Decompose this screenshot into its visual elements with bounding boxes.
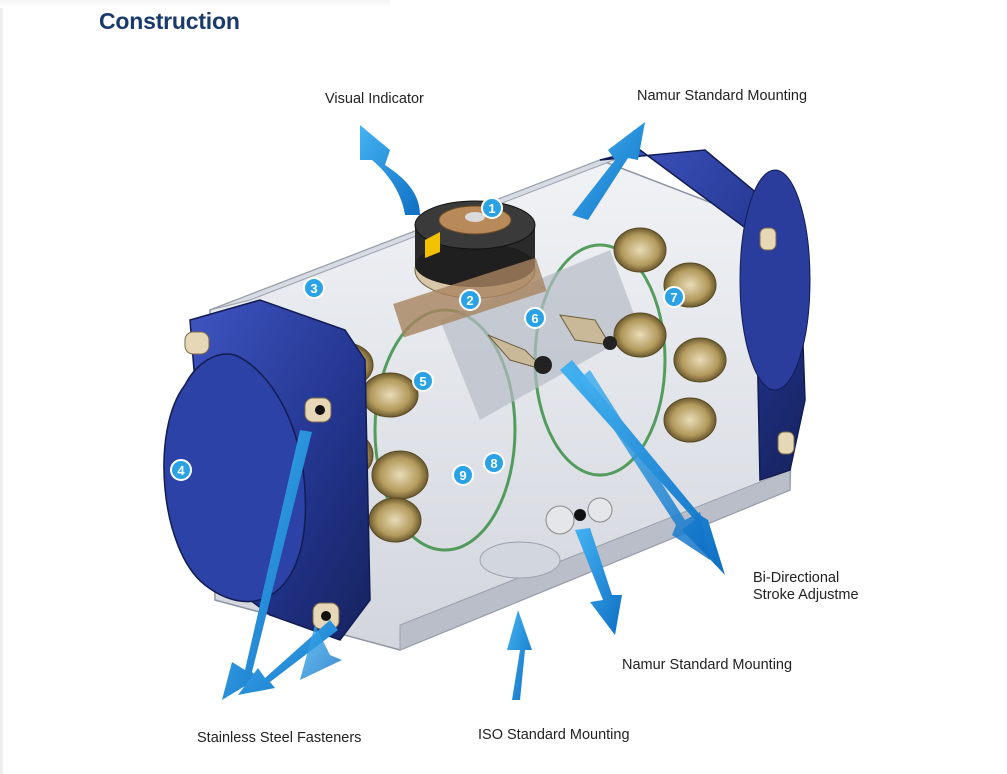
part-marker-3: 3 — [303, 277, 325, 299]
part-number-3: 3 — [310, 281, 317, 296]
left-end-cap — [163, 299, 371, 641]
part-number-9: 9 — [459, 468, 466, 483]
part-marker-6: 6 — [524, 307, 546, 329]
part-number-1: 1 — [488, 201, 495, 216]
part-number-7: 7 — [670, 290, 677, 305]
label-visual-indicator: Visual Indicator — [325, 91, 424, 107]
part-number-5: 5 — [419, 374, 426, 389]
part-marker-2: 2 — [459, 289, 481, 311]
part-number-6: 6 — [531, 311, 538, 326]
part-marker-8: 8 — [483, 452, 505, 474]
left-edge-rule — [0, 0, 3, 774]
part-marker-5: 5 — [412, 370, 434, 392]
top-edge-rule — [0, 0, 390, 8]
part-number-2: 2 — [466, 293, 473, 308]
part-marker-1: 1 — [481, 197, 503, 219]
right-springs — [613, 227, 727, 443]
part-marker-7: 7 — [663, 286, 685, 308]
label-bi-directional-stroke: Bi-Directional Stroke Adjustme — [753, 570, 859, 603]
label-namur-standard-mounting-bottom: Namur Standard Mounting — [622, 657, 793, 673]
bottom-ports — [479, 497, 613, 579]
label-iso-standard-mounting: ISO Standard Mounting — [478, 727, 630, 743]
label-stainless-steel-fasteners: Stainless Steel Fasteners — [197, 730, 362, 746]
part-marker-4: 4 — [170, 459, 192, 481]
label-namur-standard-mounting-top: Namur Standard Mounting — [637, 88, 808, 104]
right-end-cap — [599, 149, 811, 482]
callout-arrows — [222, 122, 725, 700]
part-number-8: 8 — [490, 456, 497, 471]
section-heading: Construction — [99, 8, 240, 34]
part-marker-9: 9 — [452, 464, 474, 486]
stainless-fasteners — [184, 227, 795, 630]
part-number-4: 4 — [177, 463, 185, 478]
part-markers: 1 2 3 4 5 6 7 — [170, 197, 685, 486]
